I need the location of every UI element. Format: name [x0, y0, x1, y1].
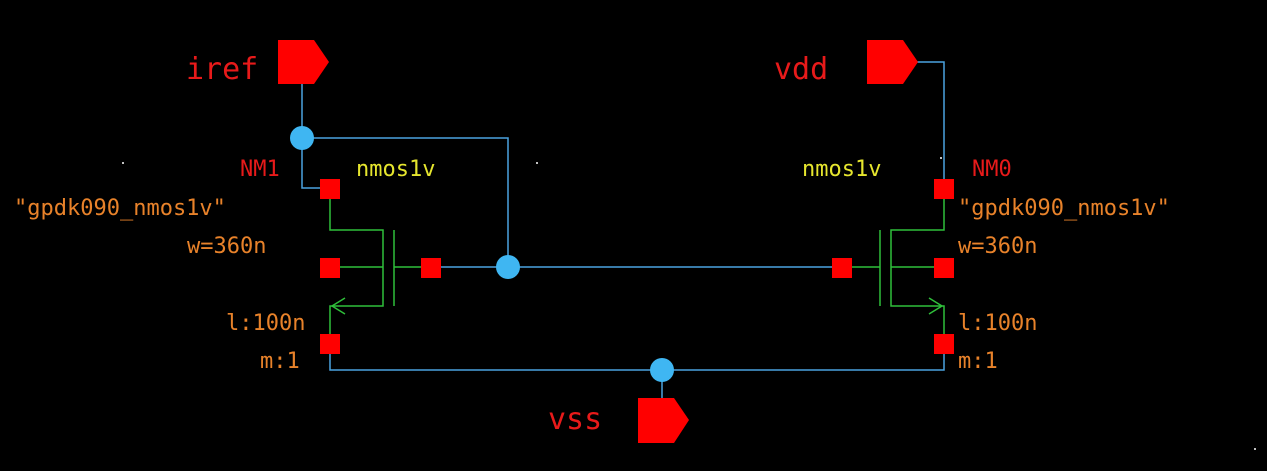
nm1-gate-terminal[interactable] — [421, 258, 441, 278]
pin-iref-shape[interactable] — [278, 40, 329, 84]
nm1-width: w=360n — [187, 234, 266, 259]
nm0-symbol[interactable] — [832, 179, 954, 354]
nm0-drain-terminal[interactable] — [934, 179, 954, 199]
nm0-model-name: "gpdk090_nmos1v" — [958, 196, 1170, 221]
pin-vss-shape[interactable] — [638, 398, 689, 443]
nm1-symbol[interactable] — [320, 179, 441, 354]
grid-dot — [536, 162, 538, 164]
pin-vdd-shape[interactable] — [867, 40, 918, 84]
junction-iref[interactable] — [290, 126, 314, 150]
pin-label-iref: iref — [186, 52, 258, 87]
nm1-length: l:100n — [226, 311, 305, 336]
nm0-bulk-terminal[interactable] — [934, 258, 954, 278]
nm1-cell-name: nmos1v — [356, 157, 435, 182]
junction-vss[interactable] — [650, 358, 674, 382]
nm1-source-terminal[interactable] — [320, 334, 340, 354]
grid-dot — [940, 157, 942, 159]
nm1-instance-name: NM1 — [240, 157, 280, 182]
pin-label-vdd: vdd — [774, 52, 828, 87]
wire-iref-to-gate[interactable] — [302, 137, 509, 267]
nm0-cell-name: nmos1v — [802, 157, 881, 182]
nm1-multiplier: m:1 — [260, 349, 300, 374]
nm1-bulk-terminal[interactable] — [320, 258, 340, 278]
nm1-model-name: "gpdk090_nmos1v" — [14, 196, 226, 221]
junction-gate[interactable] — [496, 255, 520, 279]
grid-dot — [122, 162, 124, 164]
nm0-length: l:100n — [958, 311, 1037, 336]
nm0-width: w=360n — [958, 234, 1037, 259]
wire-vss-net[interactable] — [329, 344, 945, 371]
pin-label-vss: vss — [548, 402, 602, 437]
nm0-multiplier: m:1 — [958, 349, 998, 374]
grid-dot — [1254, 448, 1256, 450]
nm0-instance-name: NM0 — [972, 157, 1012, 182]
wires — [301, 61, 945, 400]
nm0-source-terminal[interactable] — [934, 334, 954, 354]
wire-vdd[interactable] — [916, 61, 945, 188]
nm1-drain-terminal[interactable] — [320, 179, 340, 199]
nm0-gate-terminal[interactable] — [832, 258, 852, 278]
